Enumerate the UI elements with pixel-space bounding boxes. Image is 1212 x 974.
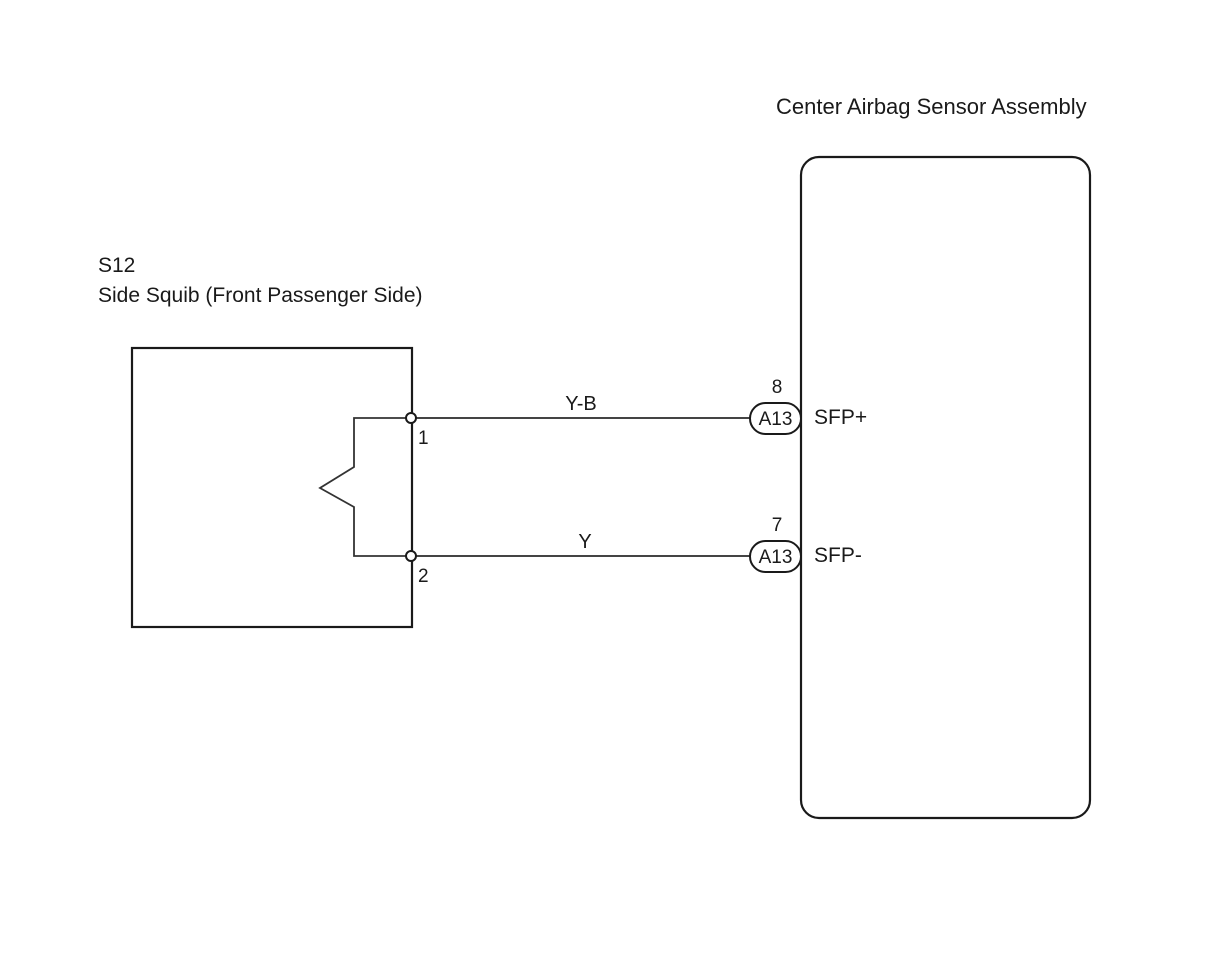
squib-code: S12: [98, 254, 135, 277]
squib-pin-1-dot: [405, 412, 417, 424]
squib-box: [130, 346, 414, 629]
ecu-pin-8-label: 8: [772, 377, 783, 398]
ecu-title: Center Airbag Sensor Assembly: [776, 94, 1087, 119]
squib-element-icon: [318, 417, 411, 557]
connector-a13-pin8: [749, 402, 802, 435]
connector-2-label: A13: [759, 547, 793, 568]
squib-pin-2-label: 2: [418, 566, 429, 587]
connector-a13-pin7: [749, 540, 802, 573]
wire-1-color-label: Y-B: [565, 393, 597, 415]
ecu-pin-7-label: 7: [772, 515, 783, 536]
squib-pin-2-dot: [405, 550, 417, 562]
squib-title: Side Squib (Front Passenger Side): [98, 284, 423, 307]
terminal-sfp-minus: SFP-: [814, 544, 862, 567]
connector-1-label: A13: [759, 409, 793, 430]
terminal-sfp-plus: SFP+: [814, 406, 867, 429]
ecu-box: [799, 155, 1092, 820]
squib-pin-1-label: 1: [418, 428, 429, 449]
wire-2-color-label: Y: [578, 531, 591, 553]
